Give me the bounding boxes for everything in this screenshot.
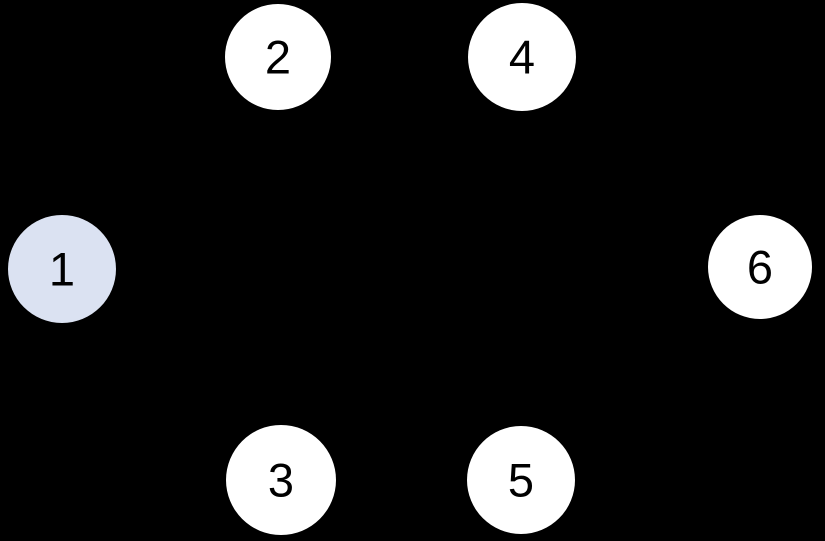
node-label-1: 1 <box>49 242 75 295</box>
node-label-5: 5 <box>508 453 534 506</box>
node-label-3: 3 <box>268 453 294 506</box>
node-circle-5[interactable] <box>467 426 575 534</box>
graph-node-6[interactable]: 6 <box>708 215 812 319</box>
graph-node-4[interactable]: 4 <box>468 3 576 111</box>
node-circle-2[interactable] <box>225 4 331 110</box>
graph-node-5[interactable]: 5 <box>467 426 575 534</box>
graph-node-3[interactable]: 3 <box>226 425 336 535</box>
node-circle-4[interactable] <box>468 3 576 111</box>
node-circle-1[interactable] <box>8 215 116 323</box>
node-label-6: 6 <box>747 240 773 293</box>
node-circle-3[interactable] <box>226 425 336 535</box>
node-label-2: 2 <box>265 30 291 83</box>
node-label-4: 4 <box>509 30 535 83</box>
graph-node-1[interactable]: 1 <box>8 215 116 323</box>
graph-node-2[interactable]: 2 <box>225 4 331 110</box>
node-circle-6[interactable] <box>708 215 812 319</box>
